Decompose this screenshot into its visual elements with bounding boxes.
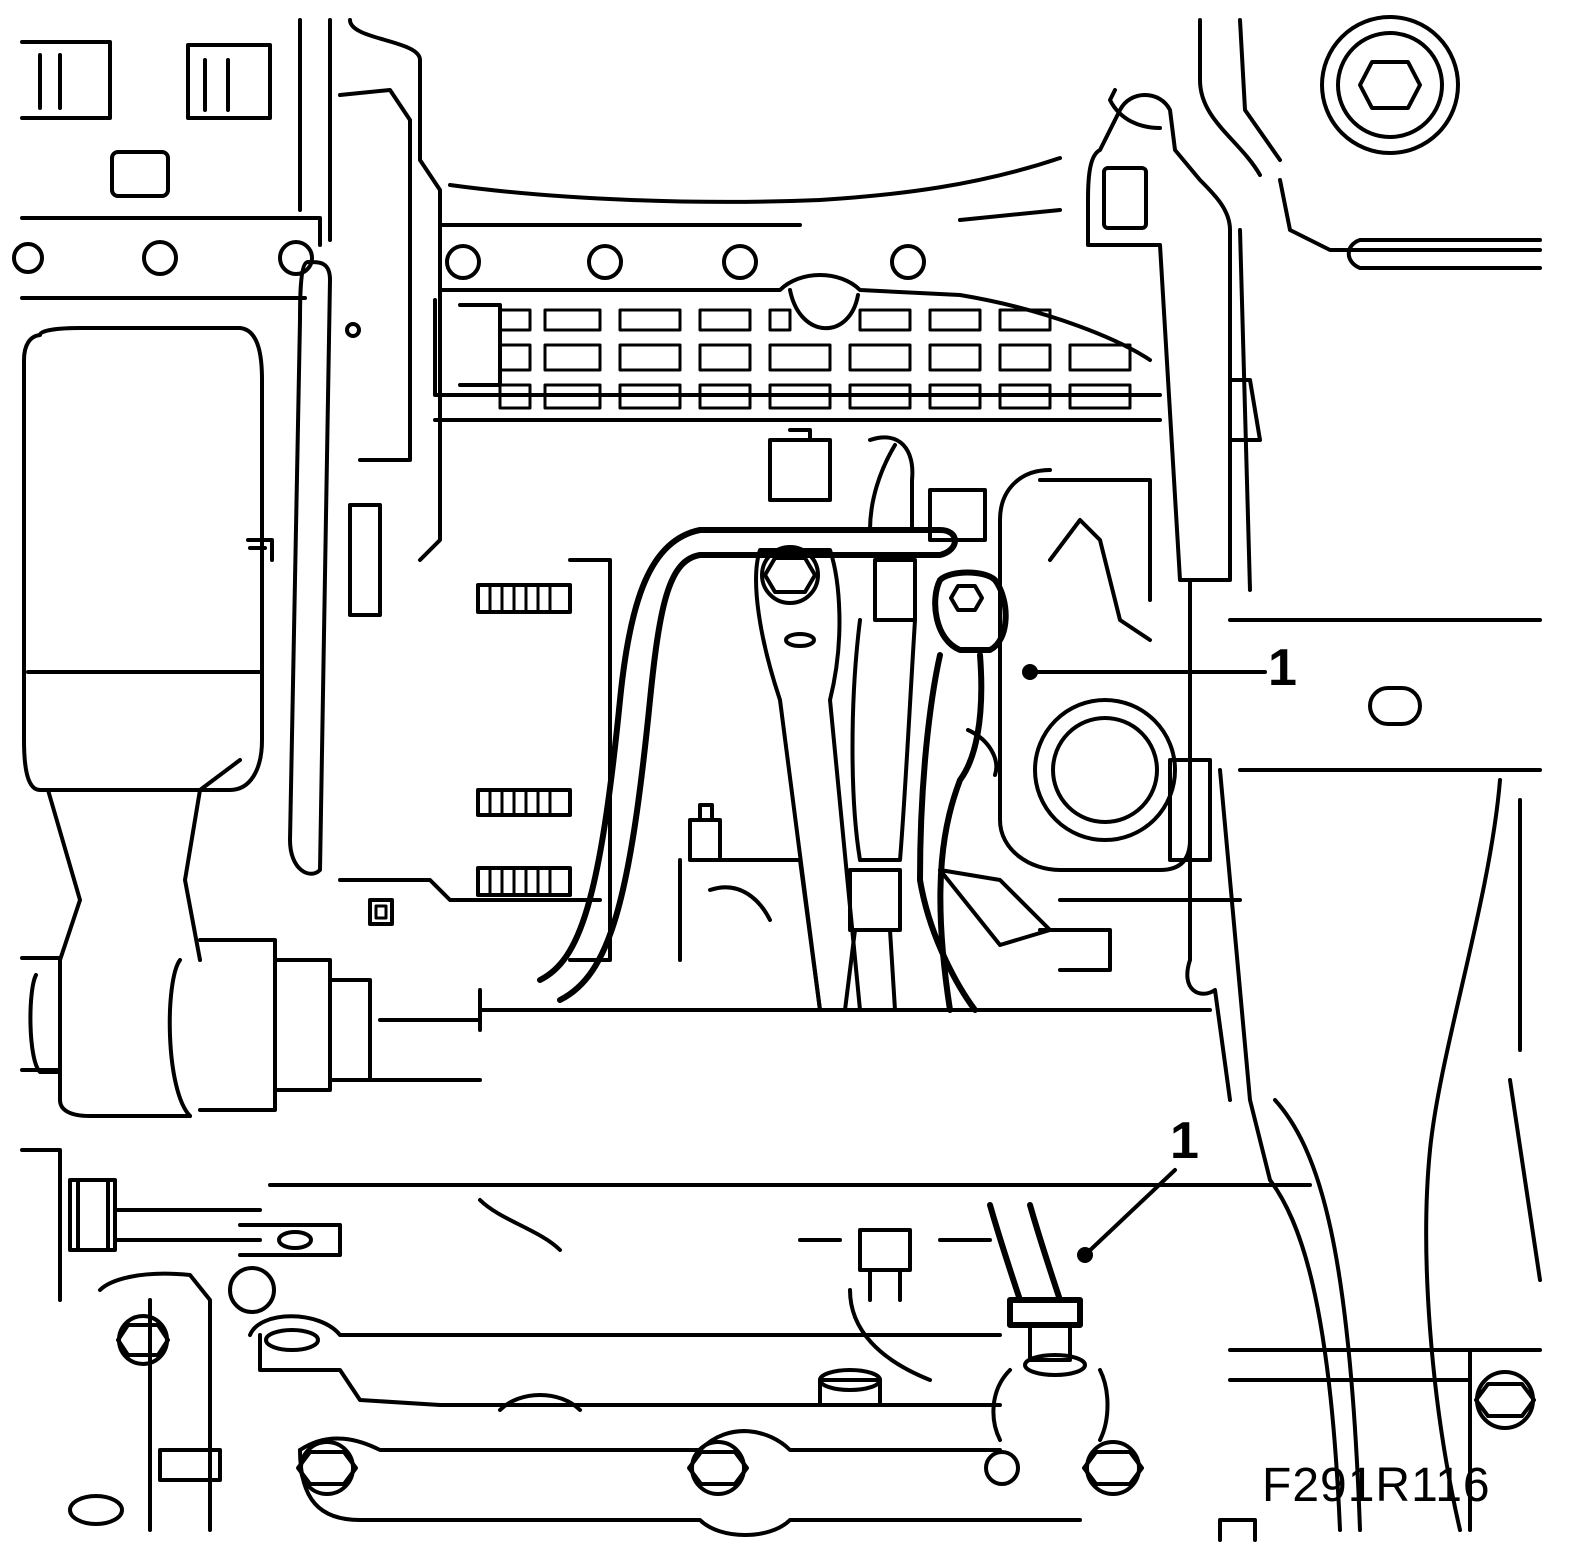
left-vertical-bracket	[288, 18, 442, 876]
top-right-bolt	[1198, 15, 1542, 270]
oil-pan-rail	[248, 1314, 1144, 1537]
lower-bracket	[338, 803, 1052, 1012]
left-pulley-housing	[20, 326, 372, 1118]
ribbed-grid	[433, 298, 1162, 422]
compressor-body	[998, 468, 1242, 972]
studs	[476, 558, 612, 962]
callout-label-upper: 1	[1268, 639, 1297, 697]
top-rail	[438, 156, 1152, 362]
right-vertical-bracket	[1086, 88, 1542, 1102]
sensor-upper	[843, 488, 1009, 1013]
callout-leaders	[1022, 664, 1267, 1263]
main-crossmember	[268, 988, 1312, 1187]
right-lower-structure	[1218, 768, 1542, 1542]
coolant-pipe	[537, 435, 958, 1003]
top-left-housing	[12, 18, 332, 300]
lower-left-bolts	[20, 1148, 342, 1532]
sensor-lower	[478, 1198, 1110, 1442]
callout-label-lower: 1	[1170, 1112, 1199, 1170]
figure-id-label: F291R116	[1262, 1459, 1491, 1512]
